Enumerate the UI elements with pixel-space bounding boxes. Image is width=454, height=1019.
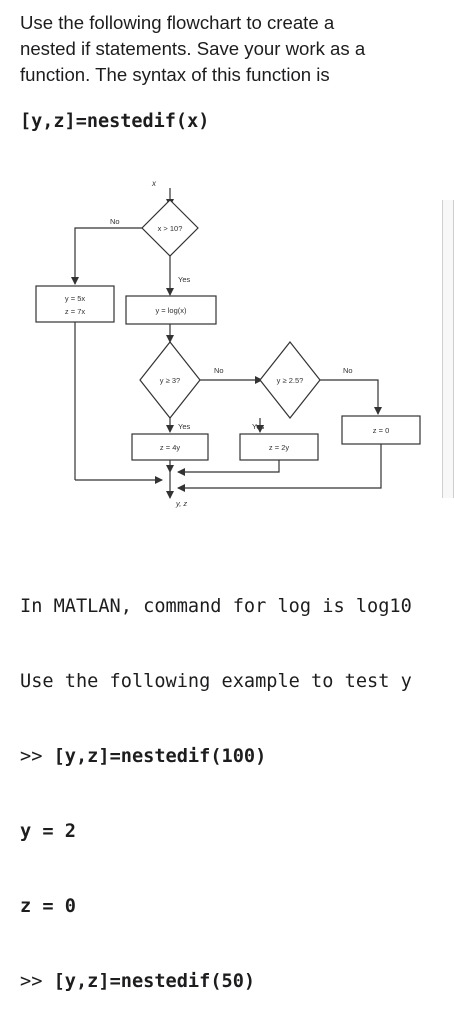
decision-3-yes-label: Yes	[252, 422, 264, 431]
command-2: [y,z]=nestedif(50)	[53, 971, 256, 992]
box-z-4y-label: z = 4y	[160, 443, 180, 452]
decision-1-yes-label: Yes	[178, 275, 190, 284]
decision-2-no-label: No	[214, 366, 224, 375]
question-text: Use the following flowchart to create a …	[20, 10, 440, 88]
decision-1-label: x > 10?	[158, 224, 183, 233]
decision-3-diamond	[259, 341, 321, 419]
decision-3-no-line	[320, 379, 382, 415]
box-z-0-label: z = 0	[373, 426, 389, 435]
code-example: In MATLAN, command for log is log10 Use …	[20, 544, 454, 1019]
prompt-1: >>	[20, 746, 54, 767]
decision-1-no-line	[71, 227, 142, 285]
code-line-1: In MATLAN, command for log is log10	[20, 596, 412, 617]
flowchart-figure: x x > 10? No Yes y = 5x z = 7x y = log(x…	[30, 170, 454, 520]
z0-merge-line	[177, 444, 382, 492]
box-z-0	[341, 415, 421, 445]
code-line-6: >> [y,z]=nestedif(50)	[20, 969, 454, 994]
code-line-4: y = 2	[20, 821, 76, 842]
box-z-4y	[131, 433, 209, 461]
intro-line-2: nested if statements. Save your work as …	[20, 38, 366, 59]
intro-line-1: Use the following flowchart to create a	[20, 12, 335, 33]
decision-3-label: y ≥ 2.5?	[277, 376, 304, 385]
command-1: [y,z]=nestedif(100)	[53, 746, 267, 767]
decision-2-label: y ≥ 3?	[160, 376, 180, 385]
box-left-line-1: y = 5x	[65, 294, 85, 303]
intro-line-3: function. The syntax of this function is	[20, 64, 330, 85]
output-label: y, z	[175, 499, 187, 508]
decision-3-no-label: No	[343, 366, 353, 375]
z2y-merge-line	[177, 460, 280, 476]
box-left-line-2: z = 7x	[65, 307, 85, 316]
decision-1-no-label: No	[110, 217, 120, 226]
decision-2-yes-label: Yes	[178, 422, 190, 431]
box-z-2y-label: z = 2y	[269, 443, 289, 452]
flowchart-svg: x x > 10? No Yes y = 5x z = 7x y = log(x…	[35, 179, 421, 508]
figure-scrollbar[interactable]	[442, 200, 454, 498]
box-z-2y	[239, 433, 319, 461]
prompt-2: >>	[20, 971, 54, 992]
box-log-label: y = log(x)	[155, 306, 187, 315]
code-line-3: >> [y,z]=nestedif(100)	[20, 744, 454, 769]
code-line-5: z = 0	[20, 896, 76, 917]
code-line-2: Use the following example to test y	[20, 671, 412, 692]
function-syntax: [y,z]=nestedif(x)	[20, 111, 210, 132]
box-log	[125, 295, 217, 325]
box-y-5x-z-7x	[35, 285, 115, 323]
input-label: x	[151, 179, 157, 188]
